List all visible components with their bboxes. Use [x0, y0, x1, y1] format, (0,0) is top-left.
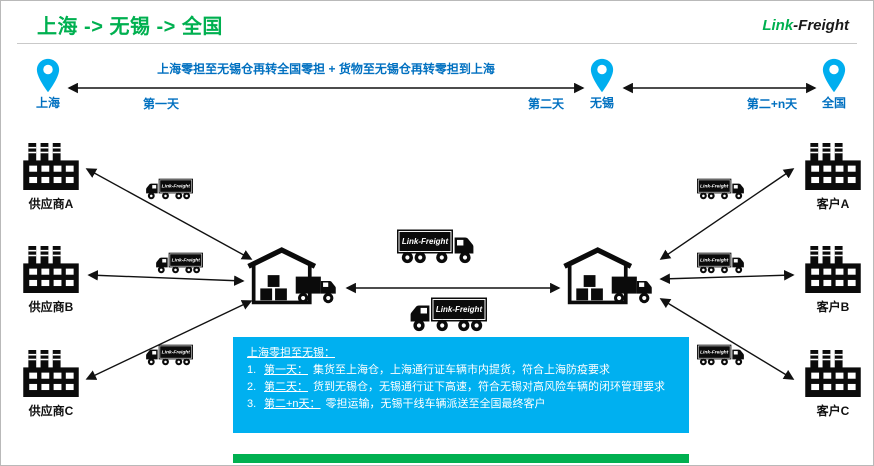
supplier-b-node: 供应商B	[15, 246, 87, 315]
factory-icon	[805, 350, 861, 397]
bottom-accent-bar	[233, 454, 689, 463]
arrow-supplier-b-warehouse	[87, 270, 245, 286]
info-item-body: 集货至上海仓，上海通行证车辆市内提货，符合上海防疫要求	[313, 364, 610, 377]
factory-icon	[805, 246, 861, 293]
info-item-number: 3.	[247, 398, 257, 411]
info-box-title: 上海零担至无锡：	[247, 347, 335, 359]
brand-logo-freight: -Freight	[793, 17, 849, 34]
supplier-c-node: 供应商C	[15, 350, 87, 419]
factory-icon	[805, 143, 861, 190]
map-pin-shanghai-label: 上海	[35, 96, 60, 110]
day-label-2n: 第二+n天	[746, 97, 798, 111]
truck-brand-label: Link-Freight	[700, 184, 729, 190]
header-divider	[17, 43, 857, 44]
truck-icon-supplier-b: Link-Freight	[155, 252, 204, 274]
truck-brand-label: Link-Freight	[436, 305, 483, 314]
customer-a-label: 客户A	[816, 197, 850, 211]
info-box-item-3: 3. 第二+n天： 零担运输，无锡干线车辆派送至全国最终客户	[247, 396, 675, 413]
arrow-supplier-c-warehouse	[85, 300, 253, 380]
info-item-number: 1.	[247, 364, 257, 377]
truck-brand-label: Link-Freight	[162, 350, 191, 356]
supplier-c-label: 供应商C	[28, 404, 74, 418]
map-pin-wuxi-label: 无锡	[589, 96, 614, 110]
truck-icon-customer-a: Link-Freight	[696, 178, 745, 200]
info-item-head: 第一天：	[264, 364, 308, 377]
truck-icon-linehaul-east: Link-Freight	[396, 229, 474, 264]
brand-logo: Link-Freight	[762, 17, 849, 34]
info-item-body: 零担运输，无锡干线车辆派送至全国最终客户	[325, 398, 546, 411]
customer-c-label: 客户C	[816, 404, 850, 418]
supplier-b-label: 供应商B	[28, 300, 74, 314]
map-pin-national: 全国	[814, 58, 854, 111]
info-box-item-1: 1. 第一天： 集货至上海仓，上海通行证车辆市内提货，符合上海防疫要求	[247, 362, 675, 379]
factory-icon	[23, 246, 79, 293]
map-pin-icon	[589, 58, 615, 93]
day-label-1: 第一天	[142, 97, 179, 111]
info-box: 上海零担至无锡： 1. 第一天： 集货至上海仓，上海通行证车辆市内提货，符合上海防疫…	[233, 337, 689, 433]
map-pin-shanghai: 上海	[28, 58, 68, 111]
customer-c-node: 客户C	[797, 350, 869, 419]
supplier-a-label: 供应商A	[28, 197, 74, 211]
customer-b-node: 客户B	[797, 246, 869, 315]
truck-brand-label: Link-Freight	[402, 237, 449, 246]
arrow-supplier-a-warehouse	[85, 168, 253, 260]
day-label-2: 第二天	[527, 97, 564, 111]
truck-brand-label: Link-Freight	[172, 258, 201, 264]
info-item-head: 第二+n天：	[264, 398, 321, 411]
arrow-warehouse-customer-a	[659, 168, 795, 260]
truck-icon-linehaul-west: Link-Freight	[410, 297, 488, 332]
brand-logo-link: Link	[762, 17, 794, 34]
truck-brand-label: Link-Freight	[162, 184, 191, 190]
route-description: 上海零担至无锡仓再转全国零担 + 货物至无锡仓再转零担到上海	[157, 62, 495, 76]
truck-brand-label: Link-Freight	[700, 258, 729, 264]
arrow-warehouse-customer-c	[659, 298, 795, 380]
supplier-a-node: 供应商A	[15, 143, 87, 212]
truck-icon-supplier-a: Link-Freight	[145, 178, 194, 200]
warehouse-wuxi	[563, 244, 659, 307]
info-item-head: 第二天：	[264, 381, 308, 394]
info-box-item-2: 2. 第二天： 货到无锡仓，无锡通行证下高速，符合无锡对高风险车辆的闭环管理要求	[247, 379, 675, 396]
customer-b-label: 客户B	[816, 300, 850, 314]
info-item-number: 2.	[247, 381, 257, 394]
warehouse-icon	[247, 244, 343, 307]
factory-icon	[23, 350, 79, 397]
factory-icon	[23, 143, 79, 190]
map-pin-icon	[821, 58, 847, 93]
customer-a-node: 客户A	[797, 143, 869, 212]
truck-brand-label: Link-Freight	[700, 350, 729, 356]
info-item-body: 货到无锡仓，无锡通行证下高速，符合无锡对高风险车辆的闭环管理要求	[313, 381, 665, 394]
map-pin-wuxi: 无锡	[582, 58, 622, 111]
map-pin-national-label: 全国	[821, 96, 846, 110]
truck-icon-customer-c: Link-Freight	[696, 344, 745, 366]
page-title: 上海 -> 无锡 -> 全国	[37, 16, 223, 38]
warehouse-shanghai	[247, 244, 343, 307]
truck-icon-supplier-c: Link-Freight	[145, 344, 194, 366]
arrow-warehouse-customer-b	[659, 270, 795, 284]
map-pin-icon	[35, 58, 61, 93]
warehouse-icon	[563, 244, 659, 307]
truck-icon-customer-b: Link-Freight	[696, 252, 745, 274]
